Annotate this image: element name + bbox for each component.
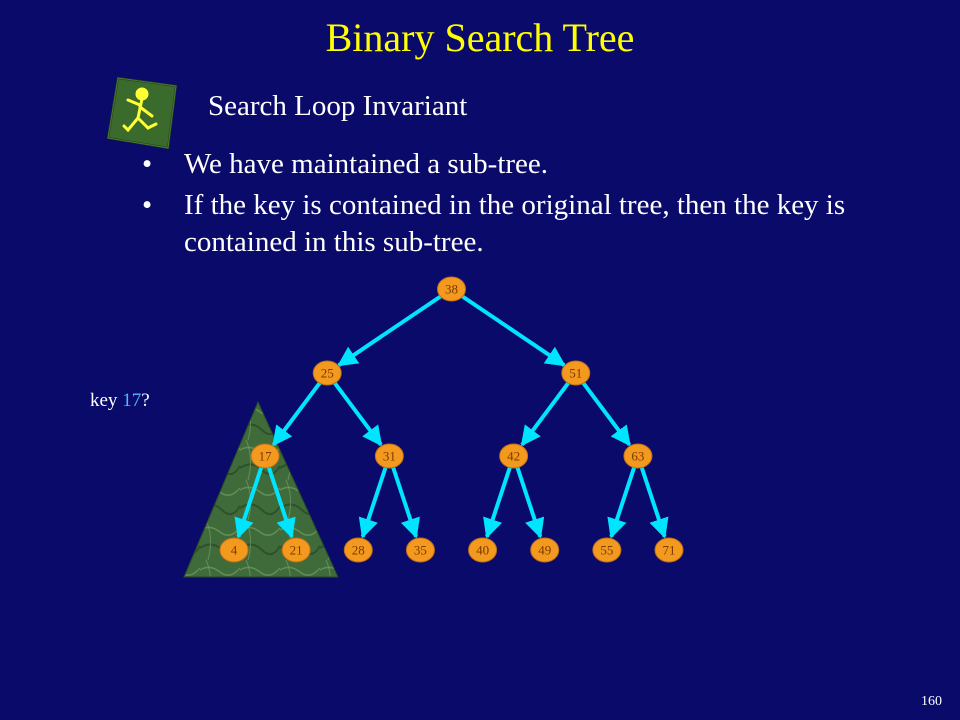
tree-node-circle <box>281 537 311 563</box>
tree-edge <box>266 466 296 539</box>
tree-node-label: 71 <box>663 543 676 558</box>
key-suffix: ? <box>141 390 150 411</box>
tree-node-4: 4 <box>219 537 249 563</box>
slide-subtitle: Search Loop Invariant <box>208 90 468 122</box>
tree-node-label: 38 <box>445 282 458 297</box>
tree-node-circle <box>405 537 435 563</box>
bullet-symbol: • <box>142 189 153 221</box>
tree-edge <box>520 381 571 447</box>
tree-node-label: 25 <box>321 366 334 381</box>
tree-node-circle <box>530 537 560 563</box>
tree-edge <box>234 466 264 539</box>
slide-title: Binary Search Tree <box>325 15 635 60</box>
tree-node-label: 51 <box>569 366 582 381</box>
tree-node-label: 55 <box>600 543 613 558</box>
tree-node-label: 49 <box>538 543 551 558</box>
tree-node-35: 35 <box>405 537 435 563</box>
tree-node-circle <box>250 443 280 469</box>
tree-node-label: 42 <box>507 449 520 464</box>
tree-node-38: 38 <box>437 276 466 302</box>
page-number: 160 <box>921 694 942 709</box>
tree-edge <box>483 466 512 539</box>
bullet-symbol: • <box>142 148 153 180</box>
tree-edge <box>337 294 443 367</box>
tree-node-71: 71 <box>654 537 684 563</box>
tree-edge <box>271 381 322 447</box>
tree-edge <box>607 466 637 539</box>
tree-edge <box>460 294 566 367</box>
tree-edge <box>581 381 632 447</box>
tree-node-circle <box>623 443 653 469</box>
tree-edge <box>358 466 388 539</box>
tree-edge <box>515 466 545 539</box>
bullet-text: If the key is contained in the original … <box>184 189 846 258</box>
bullet-text: We have maintained a sub-tree. <box>184 148 549 180</box>
tree-node-label: 28 <box>352 543 365 558</box>
tree-node-circle <box>654 537 684 563</box>
tree-node-21: 21 <box>281 537 311 563</box>
tree-node-circle <box>499 443 529 469</box>
tree-node-51: 51 <box>561 360 591 386</box>
tree-node-label: 40 <box>476 543 489 558</box>
key-value: 17 <box>122 390 142 411</box>
tree-node-25: 25 <box>312 360 342 386</box>
subtree-triangle <box>183 400 339 578</box>
tree-node-31: 31 <box>374 443 404 469</box>
tree-node-label: 63 <box>631 449 644 464</box>
search-key-label: key 17? <box>90 390 150 412</box>
tree-node-label: 35 <box>414 543 427 558</box>
bullet-item: • We have maintained a sub-tree. <box>140 146 884 183</box>
tree-node-circle <box>374 443 404 469</box>
tree-edge <box>639 466 669 539</box>
tree-node-55: 55 <box>592 537 622 563</box>
tree-node-label: 31 <box>383 449 396 464</box>
tree-node-circle <box>312 360 342 386</box>
tree-node-63: 63 <box>623 443 653 469</box>
tree-node-42: 42 <box>499 443 529 469</box>
mascot-icon <box>106 76 178 150</box>
bullet-list: • We have maintained a sub-tree. • If the … <box>140 146 884 265</box>
tree-node-circle <box>343 537 373 563</box>
tree-node-28: 28 <box>343 537 373 563</box>
tree-node-17: 17 <box>250 443 280 469</box>
bullet-item: • If the key is contained in the original… <box>140 187 884 261</box>
tree-node-circle <box>219 537 249 563</box>
tree-node-40: 40 <box>468 537 498 563</box>
tree-node-circle <box>468 537 498 563</box>
tree-node-label: 21 <box>290 543 303 558</box>
tree-node-circle <box>561 360 591 386</box>
tree-edge <box>332 381 383 447</box>
tree-node-circle <box>592 537 622 563</box>
tree-node-label: 4 <box>231 543 238 558</box>
key-prefix: key <box>90 390 123 411</box>
tree-edge <box>391 466 420 539</box>
tree-node-label: 17 <box>259 449 273 464</box>
tree-node-circle <box>437 276 466 302</box>
tree-node-49: 49 <box>530 537 560 563</box>
